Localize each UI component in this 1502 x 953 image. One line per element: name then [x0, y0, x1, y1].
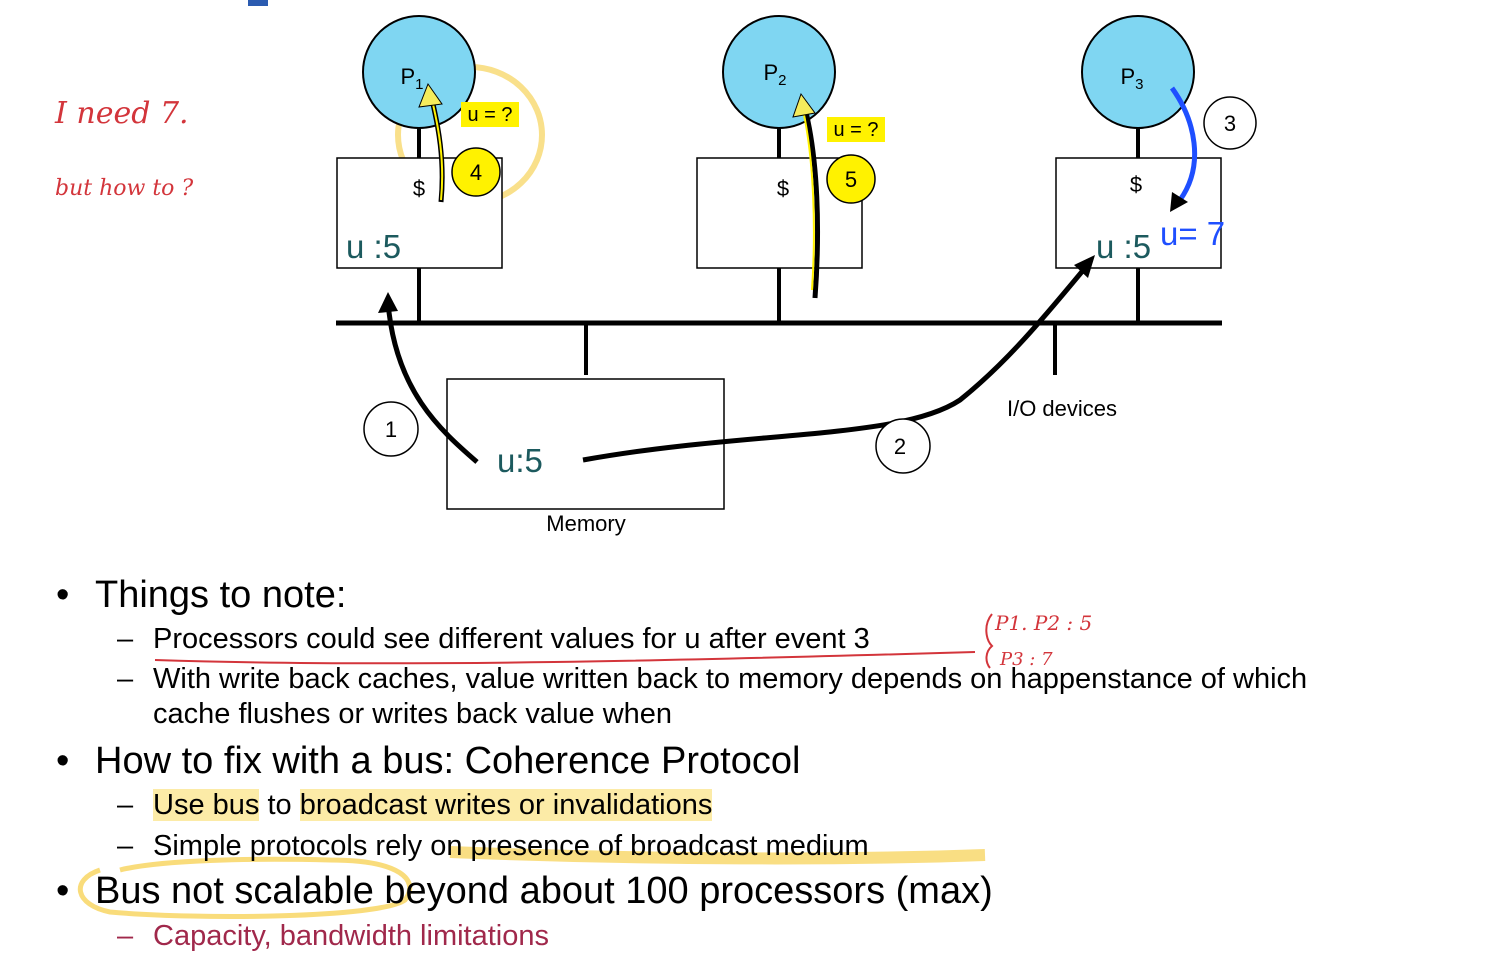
p1-query: u = ?: [467, 104, 512, 126]
p2-query-bg: [827, 117, 885, 142]
title-remnant: [248, 0, 268, 6]
p3-write-arrow: [1169, 86, 1198, 202]
p1-query-bg: [461, 102, 519, 127]
note-but-how: but how to ?: [55, 176, 193, 201]
processor-p3: [1081, 15, 1195, 129]
arrow-event-2: [582, 260, 1092, 463]
p1-cache-value: u :5: [346, 228, 401, 265]
p3-cache-symbol: $: [1130, 172, 1142, 197]
event-2-label: 2: [894, 434, 906, 459]
p3-write-value: u= 7: [1160, 215, 1225, 252]
note-p1p2: P1. P2 : 5: [994, 611, 1092, 635]
event-4-label: 4: [470, 160, 482, 185]
p3-write-arrowhead: [1170, 192, 1188, 212]
io-label: I/O devices: [1007, 396, 1117, 421]
p1-label: P1: [400, 64, 423, 93]
processor-p1: [362, 15, 476, 129]
red-brace: [985, 613, 994, 669]
arrow-event-1: [385, 301, 479, 464]
p2-read-arrow-highlight: [802, 109, 815, 291]
arrow-event-1-head: [378, 292, 398, 313]
hl-bus-oval: [77, 856, 413, 919]
event-1-label: 1: [385, 417, 397, 442]
p2-cache-symbol: $: [777, 176, 789, 201]
p3-cache-value: u :5: [1096, 228, 1151, 265]
event-5-circle: [826, 154, 876, 204]
p2-read-arrowhead: [792, 92, 816, 118]
event-2-circle: [875, 418, 931, 474]
event-4-circle: [451, 147, 501, 197]
p1-cache-symbol: $: [413, 176, 425, 201]
memory-value: u:5: [497, 442, 543, 479]
p1-read-arrowhead: [418, 82, 443, 108]
p2-query: u = ?: [833, 119, 878, 141]
red-underline: [154, 651, 976, 665]
event-3-circle: [1203, 96, 1257, 150]
event-5-label: 5: [845, 167, 857, 192]
note-i-need-7: I need 7.: [54, 96, 189, 131]
event-1-circle: [363, 401, 419, 457]
hl-broadcast-medium: [449, 846, 986, 865]
note-p3: P3 : 7: [999, 649, 1053, 670]
memory-label: Memory: [546, 511, 625, 536]
p2-read-arrow: [802, 107, 820, 299]
p2-label: P2: [763, 60, 786, 89]
processor-p2: [722, 15, 836, 129]
event-3-label: 3: [1224, 111, 1236, 136]
arrow-event-2-head: [1074, 255, 1095, 278]
p3-label: P3: [1120, 64, 1143, 93]
p1-read-arrow-highlight: [431, 99, 444, 201]
